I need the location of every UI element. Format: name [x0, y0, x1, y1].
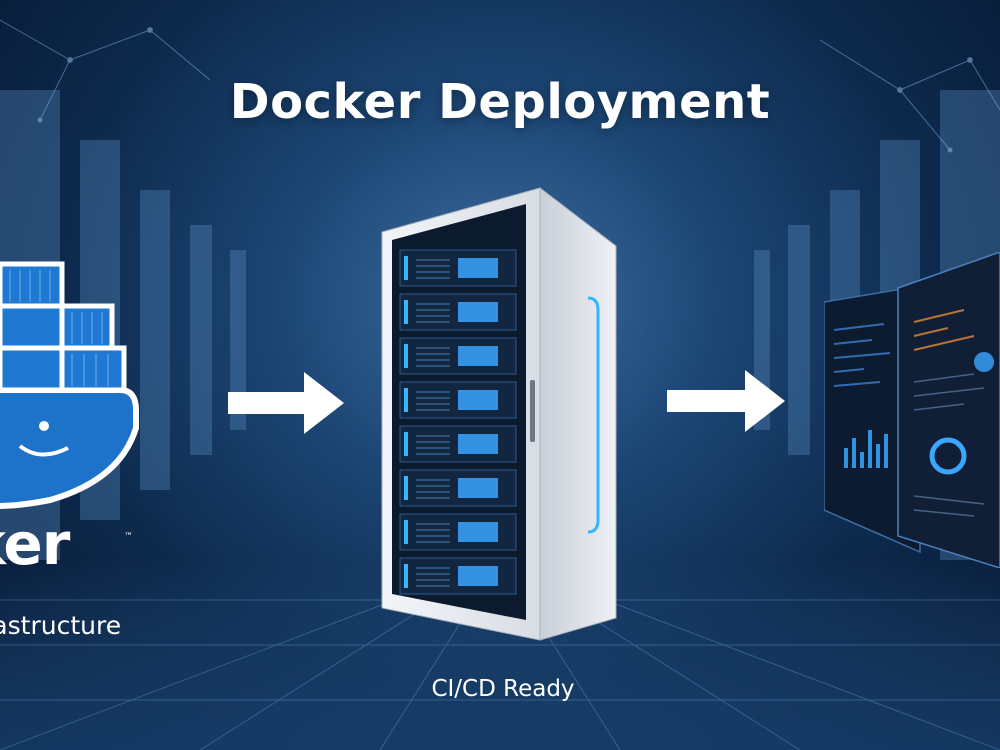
rack-led-panel — [458, 566, 498, 586]
docker-trademark: ™ — [124, 532, 133, 542]
rack-led-panel — [458, 258, 498, 278]
rack-led-panel — [458, 434, 498, 454]
arrow-right-icon — [228, 372, 344, 434]
rack-led-panel — [458, 390, 498, 410]
infrastructure-caption: Infrastructure — [0, 611, 122, 640]
rack-status-light — [404, 344, 408, 368]
dashboard-screens-icon — [824, 252, 1000, 568]
cicd-caption: CI/CD Ready — [431, 676, 575, 702]
page-title: Docker Deployment — [229, 74, 771, 130]
rack-status-light — [404, 520, 408, 544]
rack-status-light — [404, 256, 408, 280]
rack-status-light — [404, 564, 408, 588]
rack-led-panel — [458, 478, 498, 498]
rack-status-light — [404, 300, 408, 324]
rack-status-light — [404, 476, 408, 500]
rack-led-panel — [458, 302, 498, 322]
server-rack-icon — [381, 186, 617, 641]
rack-status-light — [404, 432, 408, 456]
docker-whale-icon — [0, 261, 139, 509]
rack-led-panel — [458, 346, 498, 366]
docker-wordmark: cker — [0, 510, 70, 578]
arrow-right-icon — [667, 370, 785, 432]
rack-status-light — [404, 388, 408, 412]
rack-led-panel — [458, 522, 498, 542]
